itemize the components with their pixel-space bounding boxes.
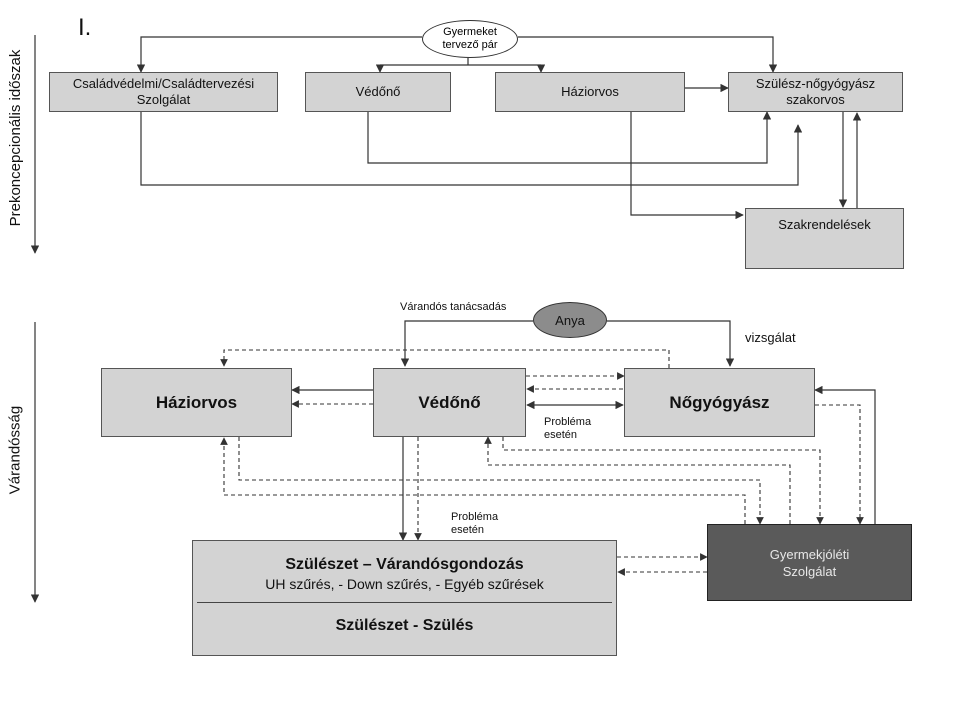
box-vedono-1: Védőnő — [305, 72, 451, 112]
label-vizsgalat: vizsgálat — [745, 330, 796, 345]
box-label: Háziorvos — [155, 392, 238, 412]
side-label-varandossag: Várandósság — [6, 405, 24, 495]
dashed-gyermekjoleti-to-vedono — [484, 436, 791, 524]
box-label: Nőgyógyász — [669, 392, 770, 412]
szuleszet-divider — [197, 602, 612, 603]
ellipse-anya: Anya — [533, 302, 607, 338]
arrow-gyermekjoleti-to-nogyogyasz — [814, 385, 876, 524]
box-label-line1: Gyermekjóléti — [769, 546, 850, 562]
box-label-line2: Szolgálat — [136, 92, 191, 107]
label-line1: Probléma — [451, 511, 499, 523]
arrow-par-to-szulesz — [518, 36, 778, 73]
box-label-line2: szakorvos — [786, 92, 845, 107]
dashed-vedono-to-gyermekjoleti — [502, 437, 824, 525]
dashed-nogyogyasz-to-haziorvos — [220, 349, 670, 368]
szuleszet-title: Szülészet – Várandósgondozás — [285, 556, 524, 573]
ellipse-line2: tervező pár — [442, 39, 498, 51]
box-label: Háziorvos — [561, 84, 619, 99]
box-label-line1: Családvédelmi/Családtervezési — [72, 76, 255, 91]
box-nogyogyasz: Nőgyógyász — [624, 368, 815, 437]
ellipse-label: Anya — [555, 312, 585, 328]
label-line2: esetén — [451, 524, 485, 536]
arrow-haziorvos-to-szakrendelesek — [630, 112, 744, 220]
box-haziorvos-2: Háziorvos — [101, 368, 292, 437]
box-vedono-2: Védőnő — [373, 368, 526, 437]
side-label-prekoncepcio: Prekoncepcionális időszak — [7, 49, 24, 227]
box-szulesz-nogyogyasz: Szülész-nőgyógyász szakorvos — [728, 72, 903, 112]
box-szakrendelesek: Szakrendelések — [745, 208, 904, 269]
label-line2: esetén — [544, 429, 578, 441]
ellipse-gyermeket-tervezo-par: Gyermeket tervező pár — [422, 20, 518, 58]
roman-numeral: I. — [78, 14, 92, 41]
box-label: Védőnő — [418, 392, 481, 412]
box-szuleszet: Szülészet – Várandósgondozás UH szűrés, … — [192, 540, 617, 656]
box-label: Védőnő — [355, 84, 401, 99]
box-csaladvedelmi-szolgalat: Családvédelmi/Családtervezési Szolgálat — [49, 72, 278, 112]
dashed-gyermekjoleti-to-haziorvos — [220, 437, 746, 524]
szuleszet-bottom: Szülészet - Szülés — [335, 617, 474, 634]
szuleszet-subtitle: UH szűrés, - Down szűrés, - Egyéb szűrés… — [265, 576, 544, 592]
box-label-line2: Szolgálat — [782, 563, 837, 579]
label-varandos-tanacsadas: Várandós tanácsadás — [400, 301, 507, 313]
dashed-haziorvos-to-gyermekjoleti — [238, 437, 764, 525]
arrow-anya-to-vedono — [400, 320, 533, 367]
label-problema-eseten-1: Probléma esetén — [544, 416, 591, 442]
ellipse-line1: Gyermeket — [443, 26, 497, 38]
box-label-line1: Szülész-nőgyógyász — [755, 76, 876, 91]
arrow-vedono-to-szulesz — [367, 111, 772, 164]
box-label: Szakrendelések — [778, 217, 871, 232]
arrow-anya-to-nogyogyasz — [607, 320, 735, 367]
arrow-csalad-to-szulesz — [140, 112, 803, 186]
dashed-nogyogyasz-to-gyermekjoleti — [815, 404, 864, 525]
label-problema-eseten-2: Probléma esetén — [451, 511, 498, 537]
box-gyermekjoleti-szolgalat: Gyermekjóléti Szolgálat — [707, 524, 912, 601]
label-line1: Probléma — [544, 416, 592, 428]
box-haziorvos-1: Háziorvos — [495, 72, 685, 112]
arrow-par-to-csalad — [136, 36, 422, 73]
